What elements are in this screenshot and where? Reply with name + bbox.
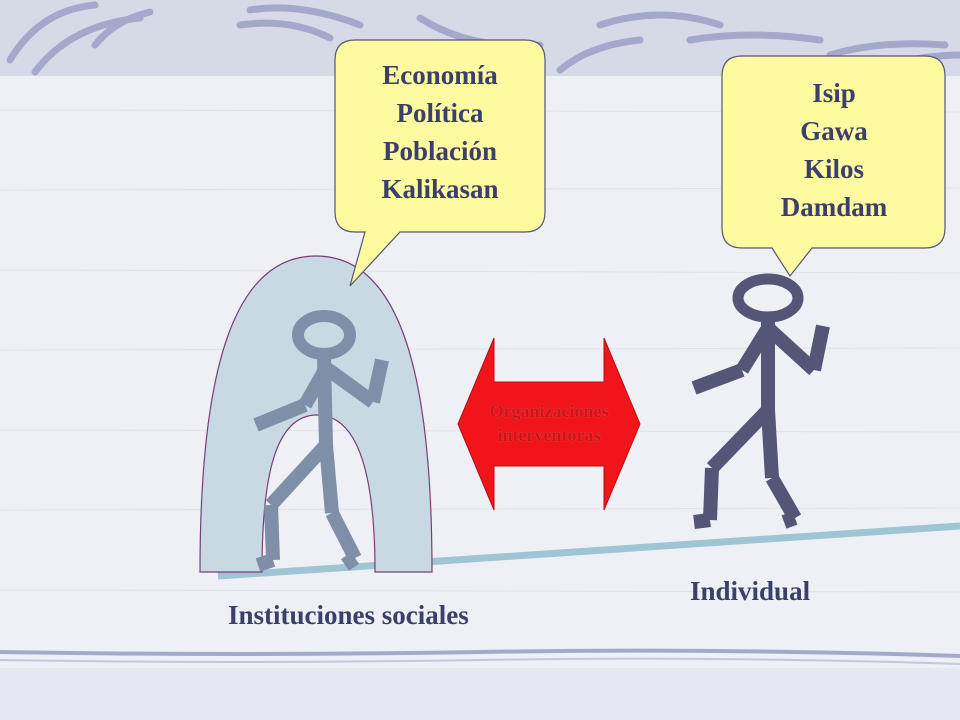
label-individual: Individual (690, 576, 811, 606)
arrow-label-line: interventoras (497, 425, 601, 445)
left-speech-bubble (334, 39, 546, 287)
label-instituciones-sociales: Instituciones sociales (228, 600, 469, 630)
ground-line (217, 522, 960, 580)
left-bubble-text: Economía Política Población Kalikasan (338, 56, 542, 208)
left-bubble-line: Kalikasan (381, 174, 499, 204)
stick-figure-individual (691, 273, 830, 529)
right-bubble-line: Kilos (803, 154, 864, 184)
right-bubble-line: Gawa (800, 116, 868, 146)
left-bubble-line: Economía (382, 60, 498, 90)
arrow-label-line: Organizaciones (489, 401, 609, 421)
arrow-label: Organizaciones interventoras (452, 399, 646, 447)
left-bubble-line: Población (382, 136, 497, 166)
right-bubble-text: Isip Gawa Kilos Damdam (725, 74, 943, 226)
stick-figure-institutions (253, 310, 389, 572)
institution-arch (199, 255, 433, 573)
double-arrow (457, 337, 641, 511)
right-bubble-line: Isip (812, 78, 856, 108)
left-bubble-line: Política (396, 98, 484, 128)
right-bubble-line: Damdam (780, 192, 888, 222)
right-speech-bubble (721, 55, 946, 278)
